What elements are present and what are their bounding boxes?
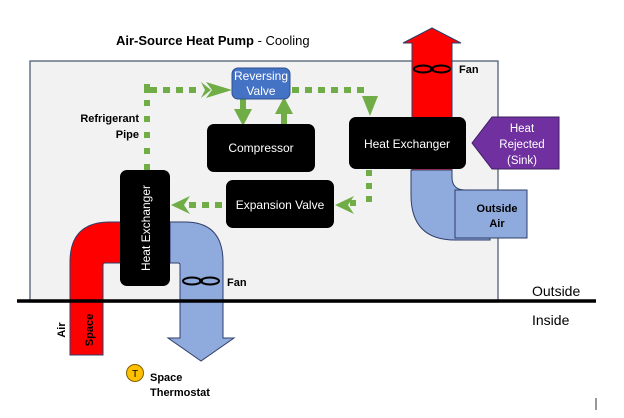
outdoor-heat-exchanger-label: Heat Exchanger (364, 137, 450, 151)
expansion-valve-label: Expansion Valve (236, 198, 325, 212)
thermostat-icon (126, 364, 144, 382)
expansion-valve (226, 180, 334, 228)
refrigerant-pipe-label-2: Pipe (116, 129, 139, 141)
space-air-label-2: Air (56, 322, 68, 338)
reversing-valve-label-2: Valve (246, 84, 275, 98)
indoor-fan-label: Fan (227, 277, 247, 289)
outdoor-fan-label: Fan (459, 64, 479, 76)
space-thermostat-label-2: Thermostat (150, 387, 210, 399)
space-air-label-1: Space (84, 314, 96, 346)
space-thermostat-label-1: Space (150, 372, 182, 384)
diagram-title: Air-Source Heat Pump - Cooling (116, 33, 310, 48)
heat-rejected-label-2: Rejected (499, 139, 544, 151)
heat-rejected-label-1: Heat (510, 123, 535, 135)
outside-air-inlet (454, 189, 528, 239)
heat-rejected-label-3: (Sink) (507, 155, 537, 167)
refrigerant-pipe-label-1: Refrigerant (80, 113, 139, 125)
space-supply-air-duct (166, 221, 236, 362)
indoor-heat-exchanger (120, 170, 170, 286)
reversing-valve (231, 67, 291, 100)
thermostat-symbol: T (132, 369, 138, 380)
compressor (207, 124, 315, 172)
outside-air-label-1: Outside (477, 203, 518, 215)
refrigerant-pipe (144, 82, 378, 214)
outside-air-label-2: Air (489, 218, 505, 230)
outside-label: Outside (532, 283, 580, 299)
indoor-heat-exchanger-label: Heat Exchanger (139, 185, 153, 271)
reversing-valve-label-1: Reversing (234, 69, 288, 83)
outdoor-heat-exchanger (349, 117, 466, 169)
heat-rejected-arrow (471, 116, 560, 170)
indoor-fan-icon (182, 276, 220, 286)
inside-label: Inside (532, 312, 570, 328)
outdoor-fan-icon (413, 64, 451, 74)
compressor-label: Compressor (228, 141, 293, 155)
